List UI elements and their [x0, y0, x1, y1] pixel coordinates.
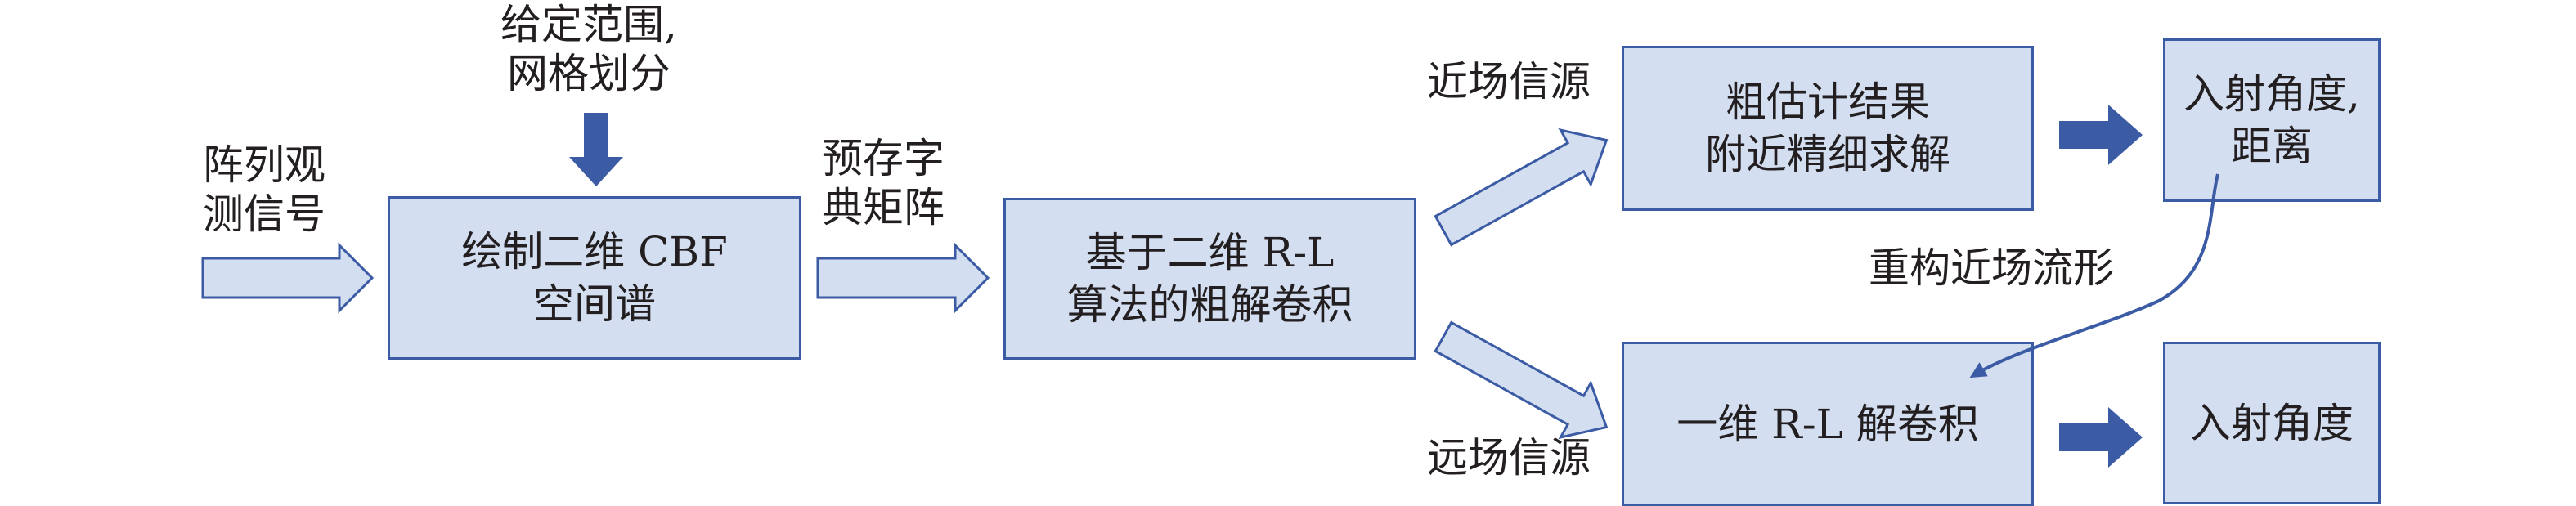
input-to-cbf-arrow: [201, 242, 375, 314]
range-to-cbf-arrow: [569, 113, 623, 186]
range-grid-label: 给定范围, 网格划分: [500, 1, 677, 97]
deconvolution-1d-box: 一维 R-L 解卷积: [1622, 342, 2034, 506]
input-signal-label: 阵列观 测信号: [203, 141, 325, 238]
cbf-spectrum-text: 绘制二维 CBF 空间谱: [461, 228, 728, 328]
to-far-field-arrow: [1434, 320, 1609, 440]
cbf-to-deconvolution-arrow: [816, 242, 990, 314]
deconvolution-1d-text: 一维 R-L 解卷积: [1676, 400, 1979, 448]
fine-to-angle-distance-arrow: [2059, 105, 2143, 165]
angle-distance-box: 入射角度, 距离: [2163, 38, 2381, 202]
incident-angle-text: 入射角度: [2190, 399, 2354, 447]
angle-distance-text: 入射角度, 距离: [2183, 70, 2360, 170]
reconstruct-curve-arrow: [1969, 173, 2219, 378]
fine-solve-text: 粗估计结果 附近精细求解: [1705, 78, 1950, 178]
dictionary-label: 预存字 典矩阵: [822, 135, 945, 231]
deconv1d-to-angle-arrow: [2059, 407, 2143, 468]
reconstruct-manifold-label: 重构近场流形: [1869, 244, 2114, 292]
coarse-deconvolution-box: 基于二维 R-L 算法的粗解卷积: [1003, 198, 1416, 360]
coarse-deconvolution-text: 基于二维 R-L 算法的粗解卷积: [1066, 229, 1353, 329]
far-field-label: 远场信源: [1427, 434, 1591, 481]
incident-angle-box: 入射角度: [2163, 342, 2381, 504]
to-near-field-arrow: [1434, 128, 1609, 247]
cbf-spectrum-box: 绘制二维 CBF 空间谱: [388, 196, 801, 360]
near-field-label: 近场信源: [1427, 58, 1591, 105]
fine-solve-box: 粗估计结果 附近精细求解: [1622, 46, 2034, 211]
